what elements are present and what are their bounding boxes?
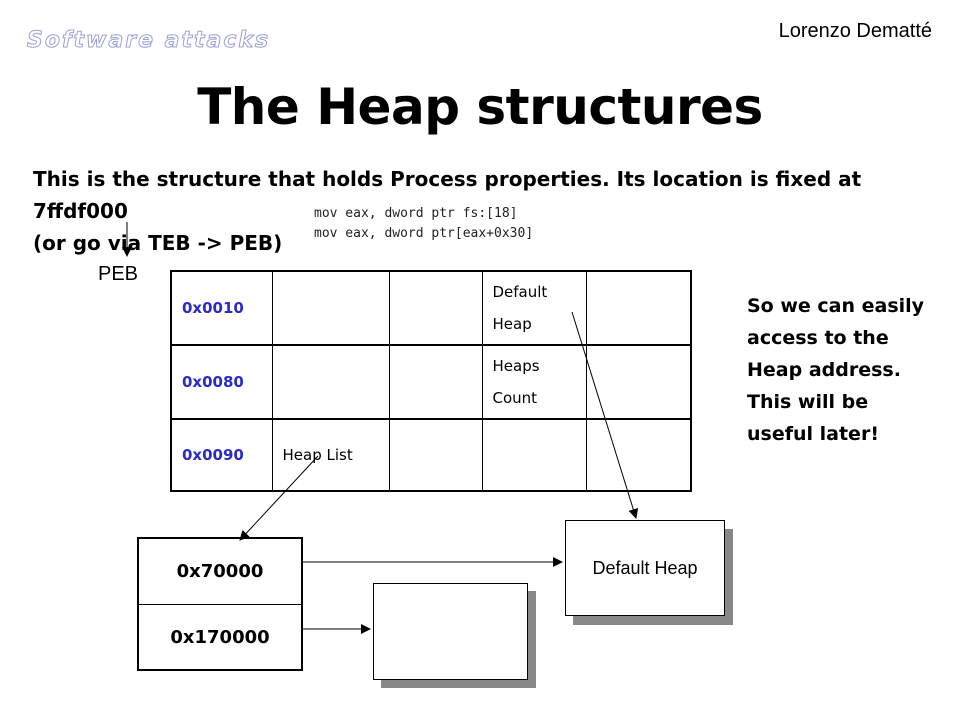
default-heap-box: Default Heap: [565, 520, 725, 616]
peb-cell-heaps-count: Heaps Count: [481, 344, 587, 420]
peb-label: PEB: [98, 263, 139, 285]
peb-cell: [481, 418, 587, 492]
peb-row: 0x0080 Heaps Count: [170, 344, 692, 420]
author-name: Lorenzo Dematté: [778, 20, 932, 42]
note-line: Heap address.: [747, 359, 901, 381]
peb-row: 0x0010 Default Heap: [170, 270, 692, 346]
intro-line-2: (or go via TEB -> PEB): [33, 231, 283, 255]
heap-list-entry: 0x170000: [170, 627, 270, 648]
second-heap-box: [373, 583, 528, 680]
heap-list-box: 0x70000 0x170000: [137, 537, 303, 671]
code-line-1: mov eax, dword ptr fs:[18]: [314, 206, 518, 221]
side-note: So we can easily access to the Heap addr…: [747, 290, 947, 450]
code-line-2: mov eax, dword ptr[eax+0x30]: [314, 226, 534, 241]
peb-offset: 0x0010: [170, 270, 273, 346]
peb-cell-line: Heaps: [492, 357, 540, 375]
peb-cell: [585, 344, 692, 420]
note-line: useful later!: [747, 423, 879, 445]
default-heap-label: Default Heap: [592, 557, 698, 578]
peb-table: 0x0010 Default Heap 0x0080 Heaps Count 0…: [170, 270, 692, 492]
intro-line-1: This is the structure that holds Process…: [33, 167, 862, 223]
peb-cell-line: Count: [492, 389, 538, 407]
peb-cell: [271, 344, 390, 420]
note-line: So we can easily: [747, 295, 925, 317]
peb-cell: [271, 270, 390, 346]
slide-title: The Heap structures: [197, 78, 763, 136]
watermark-text: Software attacks: [26, 28, 271, 54]
peb-cell: [585, 418, 692, 492]
intro-text: This is the structure that holds Process…: [33, 163, 933, 259]
peb-offset: 0x0080: [170, 344, 273, 420]
peb-row: 0x0090 Heap List: [170, 418, 692, 492]
peb-cell-line: Default: [492, 283, 548, 301]
peb-cell: [388, 270, 483, 346]
heap-list-arrow: [239, 455, 319, 541]
default-heap-arrow: [571, 311, 639, 519]
peb-offset: 0x0090: [170, 418, 273, 492]
peb-cell-default-heap: Default Heap: [481, 270, 587, 346]
heap-list-entry: 0x70000: [139, 539, 301, 605]
note-line: access to the: [747, 327, 889, 349]
peb-cell-heap-list: Heap List: [271, 418, 390, 492]
peb-cell-line: Heap: [492, 315, 532, 333]
note-line: This will be: [747, 391, 869, 413]
